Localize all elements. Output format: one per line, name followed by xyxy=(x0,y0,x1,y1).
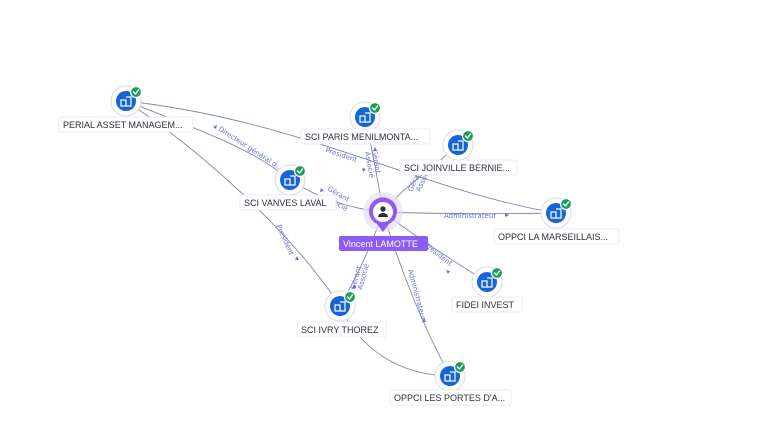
company-node[interactable] xyxy=(471,266,504,298)
building-icon xyxy=(550,208,562,219)
company-label[interactable]: SCI JOINVILLE BERNIE... xyxy=(399,159,518,176)
arrow-head xyxy=(295,256,299,260)
company-node[interactable] xyxy=(442,129,475,161)
building-icon xyxy=(120,96,132,107)
edge-ivry-portes xyxy=(339,305,451,377)
svg-text:FIDEI INVEST: FIDEI INVEST xyxy=(456,300,515,310)
relation-label: President xyxy=(324,146,358,164)
edge-perial-vanves xyxy=(125,100,291,181)
person-label[interactable]: Vincent LAMOTTE xyxy=(339,236,428,251)
company-node[interactable] xyxy=(110,85,143,117)
arrow-head xyxy=(213,125,217,129)
relation-label: President xyxy=(274,223,295,256)
relation-label: Administrateur xyxy=(444,212,496,220)
company-label[interactable]: SCI VANVES LAVAL xyxy=(239,194,337,211)
verified-check-icon xyxy=(453,360,467,374)
relation-label: Directeur général d... xyxy=(217,125,284,172)
verified-check-icon xyxy=(129,85,143,99)
company-node[interactable] xyxy=(324,290,357,322)
verified-check-icon xyxy=(559,197,573,211)
company-label[interactable]: PERIAL ASSET MANAGEM... xyxy=(58,116,194,133)
arrow-head xyxy=(362,168,366,172)
building-icon xyxy=(452,140,464,151)
svg-text:OPPCI LA MARSEILLAIS...: OPPCI LA MARSEILLAIS... xyxy=(498,232,608,242)
svg-text:SCI PARIS MENILMONTA...: SCI PARIS MENILMONTA... xyxy=(305,132,418,142)
edge-center-portes xyxy=(382,211,451,377)
person-node[interactable] xyxy=(363,192,403,232)
company-node[interactable] xyxy=(540,197,573,229)
arrow-head xyxy=(352,284,356,288)
company-label[interactable]: SCI IVRY THOREZ xyxy=(296,321,387,338)
svg-text:Vincent LAMOTTE: Vincent LAMOTTE xyxy=(343,239,418,249)
company-label[interactable]: SCI PARIS MENILMONTA... xyxy=(300,128,431,145)
verified-check-icon xyxy=(490,266,504,280)
company-label[interactable]: FIDEI INVEST xyxy=(451,296,523,313)
arrow-head xyxy=(505,213,509,217)
company-label[interactable]: OPPCI LA MARSEILLAIS... xyxy=(493,228,620,245)
arrow-head xyxy=(446,270,450,274)
svg-text:SCI IVRY THOREZ: SCI IVRY THOREZ xyxy=(301,325,379,335)
verified-check-icon xyxy=(461,129,475,143)
company-node[interactable] xyxy=(274,164,307,196)
building-icon xyxy=(444,371,456,382)
verified-check-icon xyxy=(368,101,382,115)
edge-center-marseillais xyxy=(382,211,557,215)
edge-perial-marseillais xyxy=(125,100,557,214)
company-label[interactable]: OPPCI LES PORTES D'A... xyxy=(389,389,512,406)
relation-label: Administrateur xyxy=(406,268,427,321)
company-node[interactable] xyxy=(349,101,382,133)
building-icon xyxy=(359,112,371,123)
svg-text:PERIAL ASSET MANAGEM...: PERIAL ASSET MANAGEM... xyxy=(63,120,183,130)
verified-check-icon xyxy=(343,290,357,304)
svg-text:OPPCI LES PORTES D'A...: OPPCI LES PORTES D'A... xyxy=(394,393,505,403)
company-node[interactable] xyxy=(434,360,467,392)
arrow-head xyxy=(320,188,324,192)
building-icon xyxy=(481,277,493,288)
svg-text:SCI VANVES LAVAL: SCI VANVES LAVAL xyxy=(244,198,327,208)
building-icon xyxy=(284,175,296,186)
building-icon xyxy=(334,301,346,312)
arrow-head xyxy=(373,147,377,151)
person-icon xyxy=(378,206,388,217)
svg-text:SCI JOINVILLE BERNIE...: SCI JOINVILLE BERNIE... xyxy=(404,163,510,173)
verified-check-icon xyxy=(293,164,307,178)
arrow-head xyxy=(422,318,426,322)
